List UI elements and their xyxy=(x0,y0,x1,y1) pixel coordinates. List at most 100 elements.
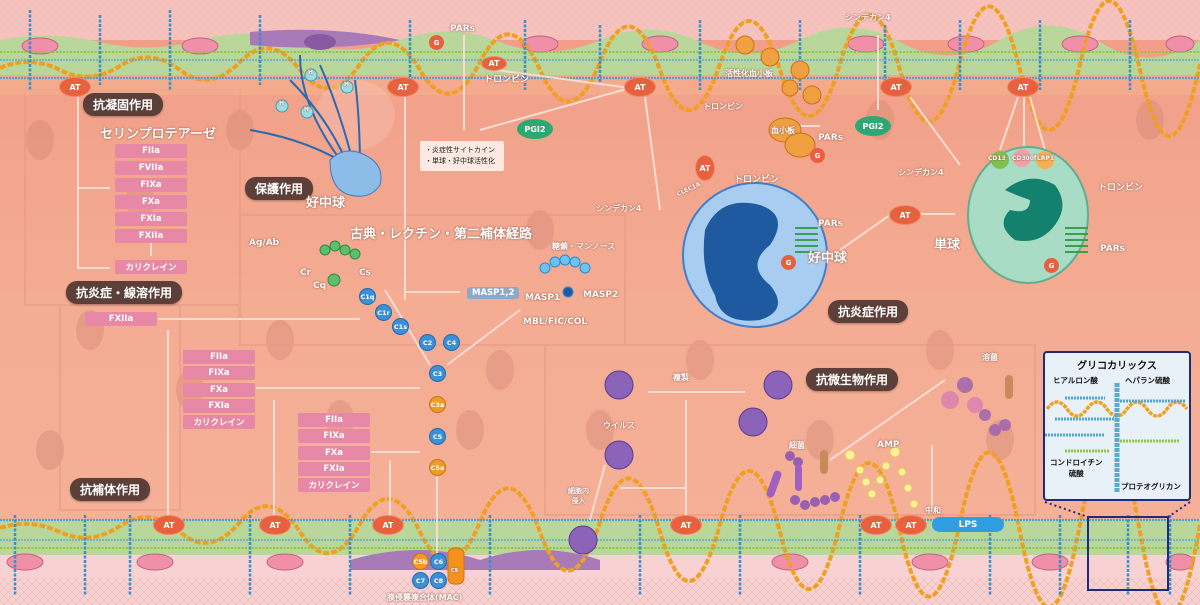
complement-c3a: C3a xyxy=(429,396,446,413)
factor-box: カリクレイン xyxy=(183,415,255,429)
sugar-mannose-label: 糖鎖・マンノース xyxy=(552,242,616,251)
factor-box: FIXa xyxy=(115,178,187,192)
lysis-label: 溶菌 xyxy=(982,353,998,362)
g-protein-icon: G xyxy=(1044,258,1059,273)
mac-label: 膜侵襲複合体(MAC) xyxy=(387,593,463,602)
cr-label: Cr xyxy=(300,268,312,278)
complement-c2: C2 xyxy=(419,334,436,351)
complement-c5b: C5b xyxy=(412,553,429,570)
neutrophil-label: 好中球 xyxy=(306,196,346,211)
pgi2-oval: PGI2 xyxy=(517,119,553,139)
receptor-cd300f: CD300f xyxy=(1012,155,1037,162)
net-neutrophil xyxy=(249,54,395,197)
kallikrein-box: カリクレイン xyxy=(115,260,187,274)
complement-c1q: C1q xyxy=(359,288,376,305)
amp-label: AMP xyxy=(877,440,900,450)
note-line: ・炎症性サイトカイン xyxy=(425,146,495,154)
cs-label: Cs xyxy=(359,268,371,278)
antithrombin-oval: AT xyxy=(670,515,702,535)
bacteria-label: 細菌 xyxy=(789,441,805,450)
complement-c7: C7 xyxy=(412,572,429,589)
antithrombin-oval: AT xyxy=(387,77,419,97)
histone-label: H xyxy=(308,69,314,76)
factor-box: FXIa xyxy=(115,212,187,226)
factor-box: カリクレイン xyxy=(298,478,370,492)
histone-label: H xyxy=(279,100,285,107)
thrombin-label: トロンビン xyxy=(734,175,780,185)
section-anti-inflammatory: 抗炎症作用 xyxy=(828,300,909,323)
complement-c5a: C5a xyxy=(429,459,446,476)
histone-label: H xyxy=(344,81,350,88)
antithrombin-oval: AT xyxy=(624,77,656,97)
activated-platelets xyxy=(735,35,822,105)
complement-c1s: C1s xyxy=(392,318,409,335)
complement-c5: C5 xyxy=(429,428,446,445)
factor-box: FIIa xyxy=(183,350,255,364)
heparan-sulfate-label: ヘパラン硫酸 xyxy=(1125,376,1170,385)
section-anticoagulant: 抗凝固作用 xyxy=(83,93,164,116)
platelet-label: 血小板 xyxy=(771,126,795,135)
inflammation-note: ・炎症性サイトカイン・単球・好中球活性化 xyxy=(420,141,504,171)
section-anti-inflammatory-fibrinolytic: 抗炎症・線溶作用 xyxy=(66,281,183,304)
g-protein-icon: G xyxy=(810,148,825,163)
invasion-label: 細胞内 侵入 xyxy=(568,487,589,505)
lps-bar: LPS xyxy=(932,517,1004,532)
neutrophil-cell xyxy=(682,182,828,328)
receptor-lrp1: LRP1 xyxy=(1037,155,1055,162)
factor-box: FXa xyxy=(115,195,187,209)
virus-label: ウイルス xyxy=(603,421,635,430)
masp1-label: MASP1 xyxy=(525,293,561,303)
replication-label: 複製 xyxy=(673,373,689,382)
pathway-arrows xyxy=(77,35,1046,556)
complement-c8: C8 xyxy=(430,572,447,589)
antithrombin-oval: AT xyxy=(860,515,892,535)
antithrombin-oval: AT xyxy=(1007,77,1039,97)
glycocalyx-inset: グリコカリックス ヒアルロン酸 ヘパラン硫酸 コンドロイチン 硫酸 プロテオグリ… xyxy=(1043,351,1191,501)
factor-box: FIIa xyxy=(298,413,370,427)
syndecan4-label: シンデカン4 xyxy=(596,204,642,213)
section-protective: 保護作用 xyxy=(245,177,314,200)
complement-c9: C9 xyxy=(451,568,459,574)
pars-label: PARs xyxy=(818,133,844,143)
masp12-box: MASP1,2 xyxy=(467,287,520,299)
mbl-complex-icon xyxy=(539,254,591,298)
ag-ab-label: Ag/Ab xyxy=(249,238,280,248)
histone-label: H xyxy=(304,106,310,113)
receptor-cd13: CD13 xyxy=(988,155,1006,162)
virus-particles xyxy=(568,370,793,555)
factor-box: FIXa xyxy=(183,366,255,380)
section-antimicrobial: 抗微生物作用 xyxy=(806,368,899,391)
factor-box: FXa xyxy=(183,383,255,397)
proteoglycan-label: プロテオグリカン xyxy=(1121,482,1181,491)
fxiia-box: FXIIa xyxy=(85,312,157,326)
masp2-label: MASP2 xyxy=(583,290,619,300)
pars-label: PARs xyxy=(818,219,844,229)
factor-box: FIXa xyxy=(298,429,370,443)
cq-label: Cq xyxy=(313,281,327,291)
pgi2-oval: PGI2 xyxy=(855,116,891,136)
bacteria-group xyxy=(766,375,1013,510)
monocyte-label: 単球 xyxy=(934,238,961,253)
g-protein-icon: G xyxy=(429,35,444,50)
antithrombin-oval: AT xyxy=(889,205,921,225)
g-protein-icon: G xyxy=(781,255,796,270)
histone-icons xyxy=(275,68,354,119)
antithrombin-oval: AT xyxy=(153,515,185,535)
factor-box: FXa xyxy=(298,446,370,460)
thrombin-label: トロンビン xyxy=(484,75,530,85)
complement-c4: C4 xyxy=(443,334,460,351)
glycocalyx-title: グリコカリックス xyxy=(1077,361,1157,372)
c1-complex-icon xyxy=(319,240,361,287)
factor-box: FXIa xyxy=(298,462,370,476)
syndecan4-label: シンデカン4 xyxy=(845,13,891,22)
complement-c3: C3 xyxy=(429,365,446,382)
neutrophil-label: 好中球 xyxy=(808,251,848,266)
antithrombin-oval: AT xyxy=(59,77,91,97)
factor-box: FXIIa xyxy=(115,229,187,243)
antithrombin-oval: AT xyxy=(481,56,507,71)
chondroitin-sulfate-label: コンドロイチン 硫酸 xyxy=(1050,458,1103,478)
factor-box: FXIa xyxy=(183,399,255,413)
platelets xyxy=(768,117,816,158)
